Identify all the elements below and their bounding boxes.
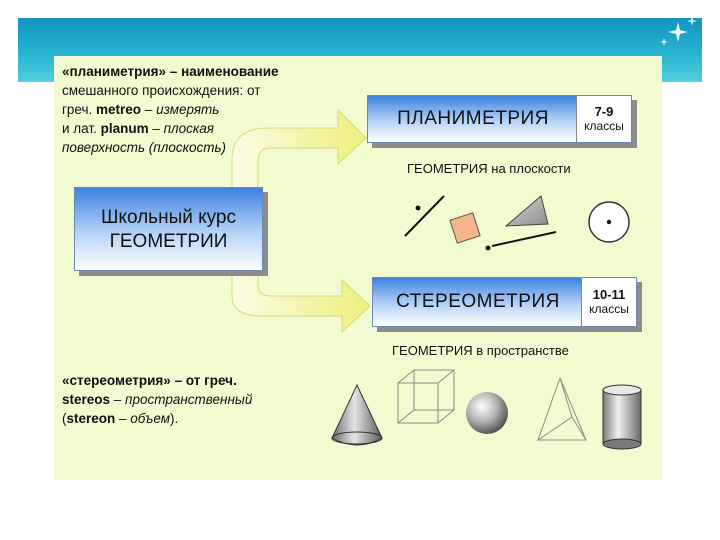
school-course-line2: ГЕОМЕТРИИ	[109, 231, 228, 252]
etym-text: –	[148, 121, 164, 136]
planimetry-etymology: «планиметрия» – наименование смешанного …	[62, 62, 279, 157]
etym-term: stereos	[62, 392, 111, 407]
etym-text: греч.	[62, 102, 97, 117]
school-course-box: Школьный курс ГЕОМЕТРИИ	[74, 187, 263, 271]
etym-meaning: поверхность (плоскость)	[62, 140, 227, 155]
grade-word: классы	[589, 302, 629, 316]
etym-term: planum	[100, 121, 149, 136]
etym-term: metreo	[96, 102, 142, 117]
stereometry-title: СТЕРЕОМЕТРИЯ	[396, 291, 560, 312]
etym-meaning: плоская	[163, 121, 215, 136]
grade-range: 7-9	[594, 104, 614, 119]
etym-line: поверхность (плоскость)	[62, 138, 279, 157]
etym-text: и лат.	[62, 121, 101, 136]
etym-meaning: измерять	[156, 102, 220, 117]
etym-text: –	[115, 411, 131, 426]
etym-text: –	[110, 392, 126, 407]
etym-line: греч. metreo – измерять	[62, 100, 279, 119]
cone-icon	[331, 383, 383, 446]
etym-meaning: пространственный	[125, 392, 253, 407]
cylinder-icon	[602, 384, 642, 450]
arrow-to-planimetry	[231, 108, 367, 189]
etym-line: «планиметрия» – наименование	[62, 62, 279, 81]
etym-text: «планиметрия» – наименование	[62, 64, 279, 79]
etym-text: –	[141, 102, 157, 117]
etym-line: stereos – пространственный	[62, 390, 252, 409]
cube-icon	[397, 369, 455, 424]
stereometry-etymology: «стереометрия» – от греч. stereos – прос…	[62, 371, 252, 428]
triangle-icon	[504, 195, 549, 227]
etym-line: «стереометрия» – от греч.	[62, 371, 252, 390]
grade-word: классы	[584, 119, 624, 133]
space-geometry-caption: ГЕОМЕТРИЯ в пространстве	[392, 343, 569, 358]
etym-line: смешанного происхождения: от	[62, 81, 279, 100]
etym-text: смешанного происхождения: от	[62, 83, 261, 98]
square-icon	[449, 212, 481, 244]
plane-geometry-caption: ГЕОМЕТРИЯ на плоскости	[407, 161, 571, 176]
pyramid-icon	[536, 377, 587, 441]
planimetry-title: ПЛАНИМЕТРИЯ	[397, 108, 549, 129]
etym-text: (	[62, 411, 67, 426]
etym-term: stereon	[66, 411, 116, 426]
school-course-label: Школьный курс ГЕОМЕТРИИ	[75, 206, 262, 254]
sparkle-decoration-icon	[660, 16, 697, 46]
arrow-to-stereometry	[231, 271, 371, 334]
etym-text: ).	[169, 411, 179, 426]
etym-text: «стереометрия» – от греч.	[62, 373, 237, 388]
stereometry-grades: 10-11 классы	[581, 278, 636, 326]
etym-meaning: объем	[130, 411, 170, 426]
planimetry-grades: 7-9 классы	[576, 96, 631, 142]
stereometry-box: СТЕРЕОМЕТРИЯ 10-11 классы	[372, 277, 637, 327]
planimetry-box: ПЛАНИМЕТРИЯ 7-9 классы	[367, 95, 632, 143]
circle-icon	[588, 201, 630, 243]
sphere-icon	[466, 392, 508, 434]
grade-range: 10-11	[592, 287, 626, 302]
etym-line: (stereon – объем).	[62, 409, 252, 428]
school-course-line1: Школьный курс	[101, 207, 236, 228]
point-and-line-icon	[404, 195, 445, 237]
segment-icon	[485, 231, 557, 251]
etym-line: и лат. planum – плоская	[62, 119, 279, 138]
